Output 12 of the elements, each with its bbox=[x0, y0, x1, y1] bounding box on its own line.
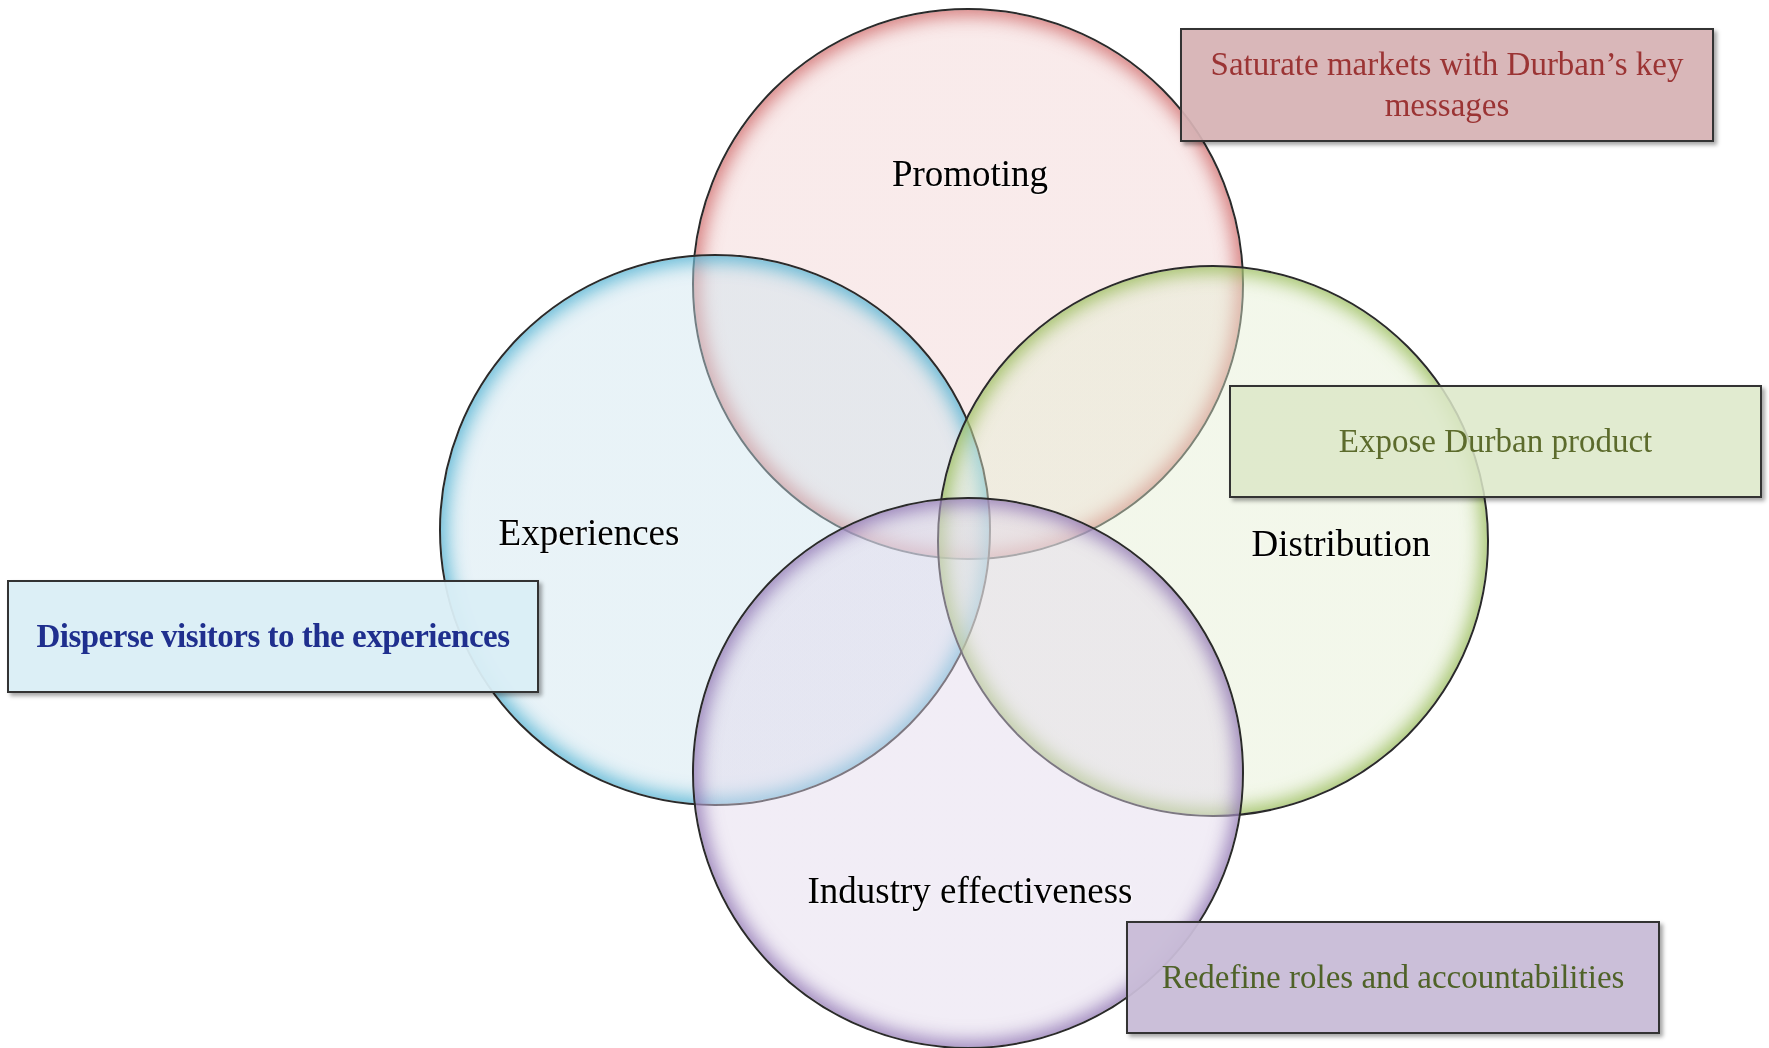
circle-label: Distribution bbox=[1251, 521, 1431, 565]
callout-box bbox=[1126, 921, 1660, 1034]
circle-label: Experiences bbox=[498, 510, 680, 554]
callout-text: Expose Durban product bbox=[1338, 421, 1653, 461]
callout-text: Redefine roles and accountabilities bbox=[1161, 957, 1625, 997]
callout-text: Saturate markets with Durban’s key messages bbox=[1209, 44, 1685, 125]
callout-box bbox=[7, 580, 539, 693]
callout-text: Disperse visitors to the experiences bbox=[36, 616, 510, 656]
callout-box bbox=[1229, 385, 1762, 498]
circle-label: Industry effectiveness bbox=[807, 868, 1133, 912]
circle-label: Promoting bbox=[891, 151, 1049, 195]
callout-box bbox=[1180, 28, 1714, 142]
